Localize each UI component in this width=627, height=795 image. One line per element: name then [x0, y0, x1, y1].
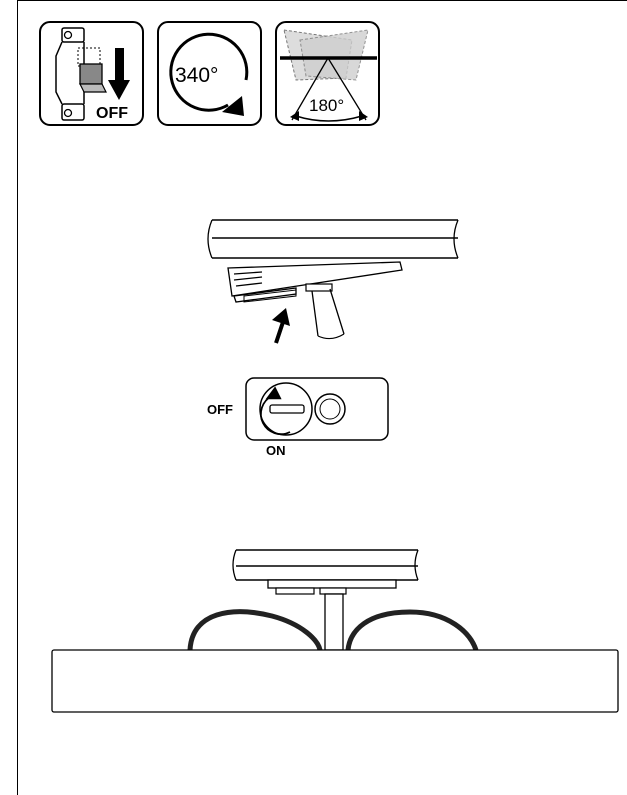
tilt-icon: 180° [275, 21, 380, 126]
mounted-fixture-illustration [51, 549, 619, 713]
track-adapter-illustration [207, 219, 459, 344]
rotation-label: 340° [175, 64, 218, 87]
on-off-switch-illustration: OFF ON [207, 377, 389, 458]
power-off-icon: OFF [39, 21, 144, 126]
switch-on-label: ON [266, 443, 286, 458]
tilt-label: 180° [309, 96, 344, 115]
switch-off-label: OFF [207, 402, 233, 417]
page-frame [17, 0, 627, 795]
power-off-label: OFF [96, 105, 128, 122]
rotation-icon: 340° [157, 21, 262, 126]
